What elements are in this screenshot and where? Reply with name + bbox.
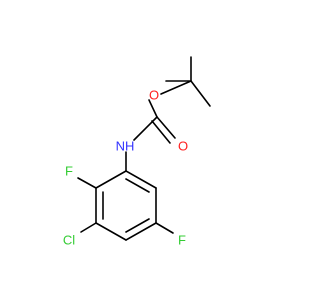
- bond-tbutyl-methyl-right: [190, 80, 211, 107]
- atom-carbonyl-oxygen-label: O: [178, 139, 188, 154]
- bond-ring-cl: [80, 222, 97, 233]
- atom-fluorine-meta-label: F: [178, 233, 186, 248]
- bond-ring-c4-c5: [125, 222, 157, 241]
- bond-carbonyl-double-a: [156, 116, 176, 139]
- bond-ring-c6-c1: [125, 170, 157, 189]
- bond-ring-c3-c4: [95, 222, 127, 241]
- bond-ring-f-ortho: [77, 177, 97, 189]
- molecule-structure-diagram: NH O O F Cl F: [63, 56, 211, 248]
- bond-carbonyl-nh: [133, 116, 158, 141]
- atom-chlorine-label: Cl: [63, 233, 75, 248]
- bond-ring-c6-c1-inner: [125, 178, 150, 193]
- bond-ring-f-meta: [155, 222, 174, 234]
- bond-tbutyl-ether-oxygen: [160, 80, 192, 95]
- atom-fluorine-ortho-label: F: [65, 164, 73, 179]
- bonds: [77, 56, 211, 241]
- bond-ether-oxygen-carbonyl: [148, 99, 158, 118]
- atom-nh-label: NH: [116, 139, 135, 154]
- bond-carbonyl-double-b: [151, 120, 171, 144]
- bond-ring-c1-c2: [95, 170, 127, 189]
- atom-ether-oxygen-label: O: [149, 88, 159, 103]
- atom-labels: NH O O F Cl F: [63, 88, 188, 248]
- bond-ring-c4-c5-inner: [125, 218, 150, 233]
